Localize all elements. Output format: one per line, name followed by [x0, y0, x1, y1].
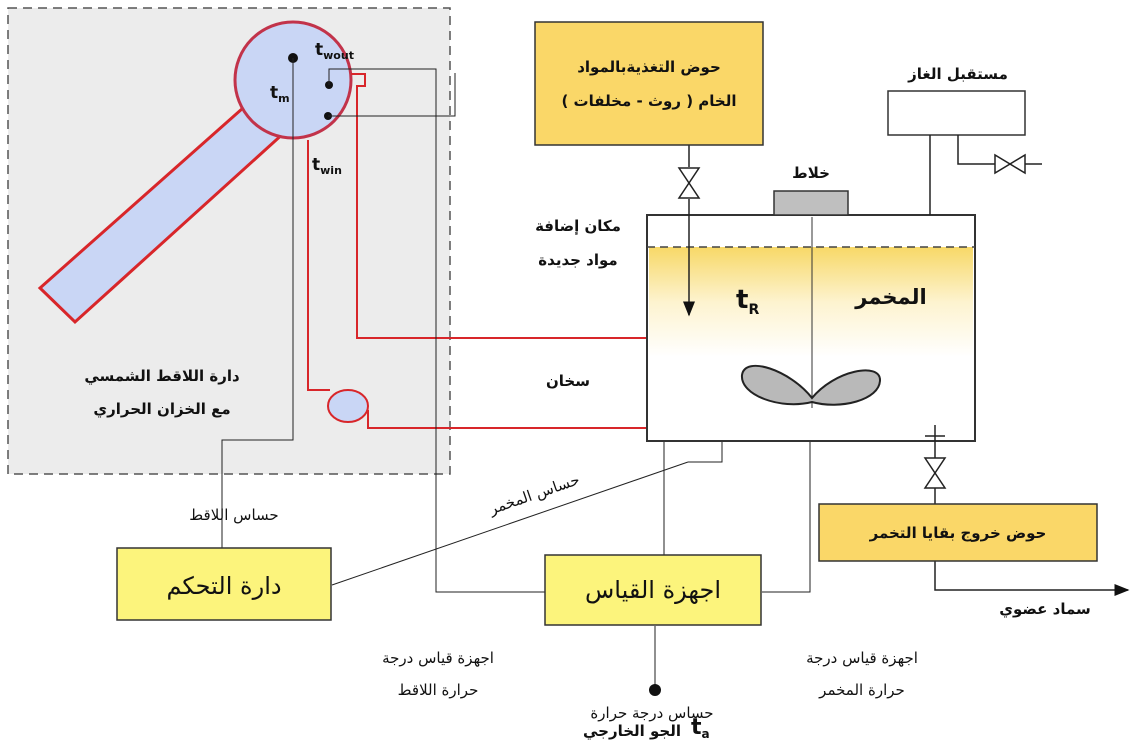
heater-label: سخان [546, 372, 590, 390]
fermenter-label: المخمر [854, 285, 926, 309]
mixer-motor [773, 190, 849, 216]
fermenter-temp-label-2: حرارة المخمر [818, 681, 905, 699]
control-circuit-box [116, 547, 332, 621]
collector-temp-label-1: اجهزة قياس درجة [382, 649, 494, 667]
collector-temp-label-2: حرارة اللاقط [398, 681, 479, 699]
measuring-devices-box [544, 554, 762, 626]
gas-receiver-box [887, 90, 1026, 136]
heat-exchanger-coil [327, 389, 369, 423]
fermenter-tank [646, 214, 976, 442]
gas-valve-icon[interactable] [994, 153, 1026, 175]
feed-tank-box [534, 21, 764, 146]
mixer-propeller [740, 365, 882, 406]
symbol-twout: twout [315, 40, 354, 62]
symbol-tm: tm [270, 83, 290, 105]
organic-fertilizer-label: سماد عضوي [999, 600, 1091, 619]
ambient-sensor-label-1: حساس درجة حرارة [590, 704, 713, 722]
control-circuit-label: دارة التحكم [166, 572, 281, 600]
outlet-valve-icon[interactable] [923, 457, 947, 489]
symbol-ta: ta [691, 715, 710, 740]
solar-loop-panel [7, 7, 451, 475]
add-place-label-1: مكان إضافة [535, 217, 621, 235]
feed-tank-label-1: حوض التغذيةبالمواد [577, 58, 721, 76]
ambient-sensor-point [649, 684, 661, 696]
fermenter-sensor-label: حساس المخمر [486, 470, 582, 518]
measuring-devices-label: اجهزة القياس [585, 576, 721, 604]
outlet-tank-box [818, 503, 1098, 562]
mixer-label: خلاط [792, 164, 830, 182]
outlet-tank-label: حوض خروج بقايا التخمر [869, 524, 1047, 542]
feed-valve-icon[interactable] [677, 167, 701, 199]
symbol-tr: tR [736, 285, 759, 318]
add-place-label-2: مواد جديدة [538, 251, 617, 269]
gas-receiver-label: مستقبل الغاز [907, 65, 1008, 83]
collector-sensor-label: حساس اللاقط [189, 506, 278, 524]
fermenter-temp-label-1: اجهزة قياس درجة [806, 649, 918, 667]
solar-loop-label-2: مع الخزان الحراري [93, 400, 230, 419]
symbol-twin: twin [312, 155, 342, 177]
solar-loop-label-1: دارة اللاقط الشمسي [84, 367, 240, 385]
feed-tank-label-2: الخام ( روث - مخلفات ) [561, 92, 736, 110]
ambient-sensor-label-2: الجو الخارجي [583, 722, 681, 740]
fertilizer-arrow [934, 561, 1130, 596]
